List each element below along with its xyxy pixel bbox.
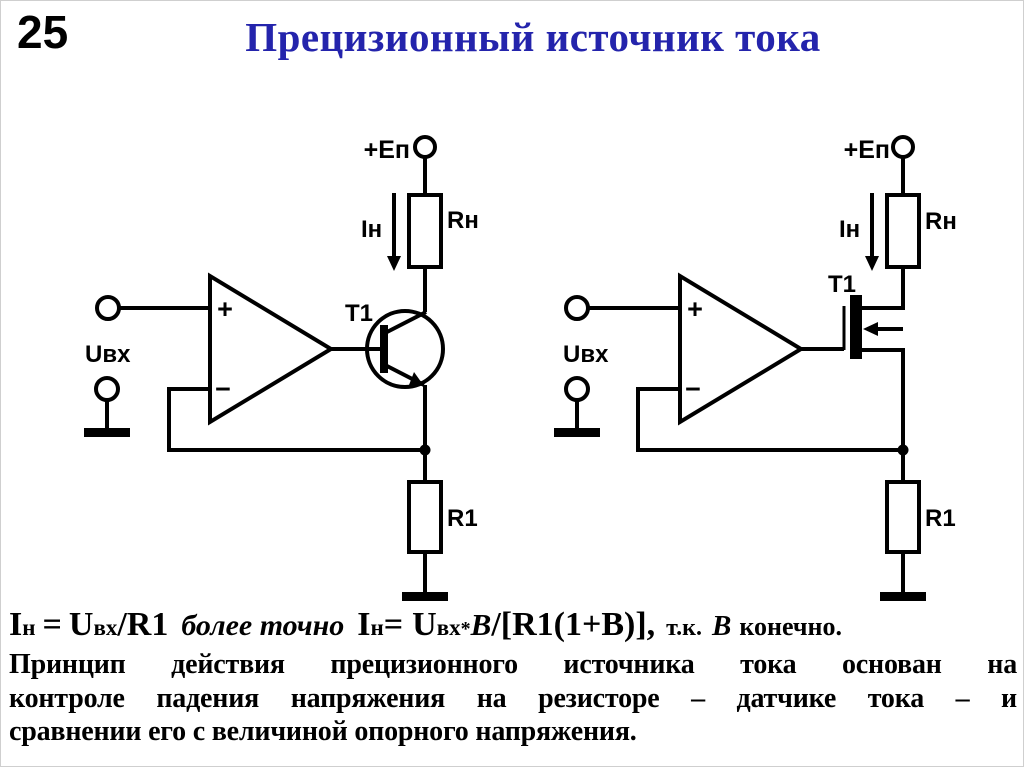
formula-qualifier: более точно: [181, 609, 345, 642]
current-label: Iн: [361, 216, 382, 243]
formula-term: вх: [93, 615, 118, 640]
formula-term: B: [470, 607, 492, 642]
page-title: Прецизионный источник тока: [245, 14, 821, 60]
transistor-bjt: [331, 309, 445, 450]
input-terminal: [564, 295, 680, 321]
formula-term: =: [383, 606, 404, 643]
supply-label: +Еп: [844, 136, 890, 164]
opamp-minus-label: −: [215, 374, 231, 404]
sense-resistor: [402, 450, 448, 601]
formula-term: B: [711, 610, 732, 642]
transistor-mosfet: [801, 267, 905, 450]
sense-resistor-label: R1: [925, 505, 956, 532]
formula-term: н: [370, 615, 384, 640]
formula-term: вх: [436, 615, 461, 640]
formula-term: н: [22, 615, 36, 640]
input-label: Uвх: [563, 341, 609, 368]
supply-terminal: [413, 135, 437, 195]
paragraph-line-1: Принцип действия прецизионного источника…: [9, 649, 1017, 680]
transistor-label: T1: [828, 271, 856, 298]
reference-ground: [554, 376, 600, 437]
opamp: [208, 272, 335, 426]
supply-terminal: [891, 135, 915, 195]
formula-term: /[R1(1+B)],: [491, 606, 656, 643]
formula-term: I: [357, 606, 371, 643]
formula-term: =: [42, 606, 62, 643]
paragraph-line-2: контроле падения напряжения на резисторе…: [9, 682, 1017, 714]
circuit-right-mosfet: +Еп Rн Iн T1 Uвх R1 + −: [554, 135, 957, 601]
formula-term: т.к.: [666, 615, 702, 641]
sense-resistor: [880, 450, 926, 601]
formula-term: конечно.: [739, 612, 842, 641]
sense-resistor-label: R1: [447, 505, 478, 532]
input-label: Uвх: [85, 341, 131, 368]
opamp-plus-label: +: [217, 294, 233, 324]
ground-symbol: [402, 592, 448, 601]
paragraph-line-3: сравнении его с величиной опорного напря…: [9, 716, 637, 747]
ground-symbol: [880, 592, 926, 601]
input-terminal: [95, 295, 210, 321]
formula-term: I: [9, 606, 23, 643]
slide-number: 25: [17, 6, 69, 58]
opamp: [678, 272, 805, 426]
load-resistor: [407, 193, 443, 312]
transistor-label: T1: [345, 300, 373, 327]
reference-ground: [84, 376, 130, 437]
current-arrow-icon: [387, 193, 401, 271]
opamp-minus-label: −: [685, 374, 701, 404]
formula-term: *: [460, 618, 471, 640]
load-resistor-label: Rн: [925, 208, 957, 235]
supply-label: +Еп: [364, 136, 410, 164]
opamp-plus-label: +: [687, 294, 703, 324]
current-arrow-icon: [865, 193, 879, 271]
current-label: Iн: [839, 216, 860, 243]
formula-term: U: [412, 606, 437, 643]
formula-term: U: [68, 606, 94, 643]
load-resistor-label: Rн: [447, 207, 479, 234]
circuit-left-bjt: +Еп Rн Iн T1 Uвх R1 + −: [84, 135, 479, 601]
formula-term: /R1: [117, 606, 169, 643]
load-resistor: [885, 193, 921, 269]
